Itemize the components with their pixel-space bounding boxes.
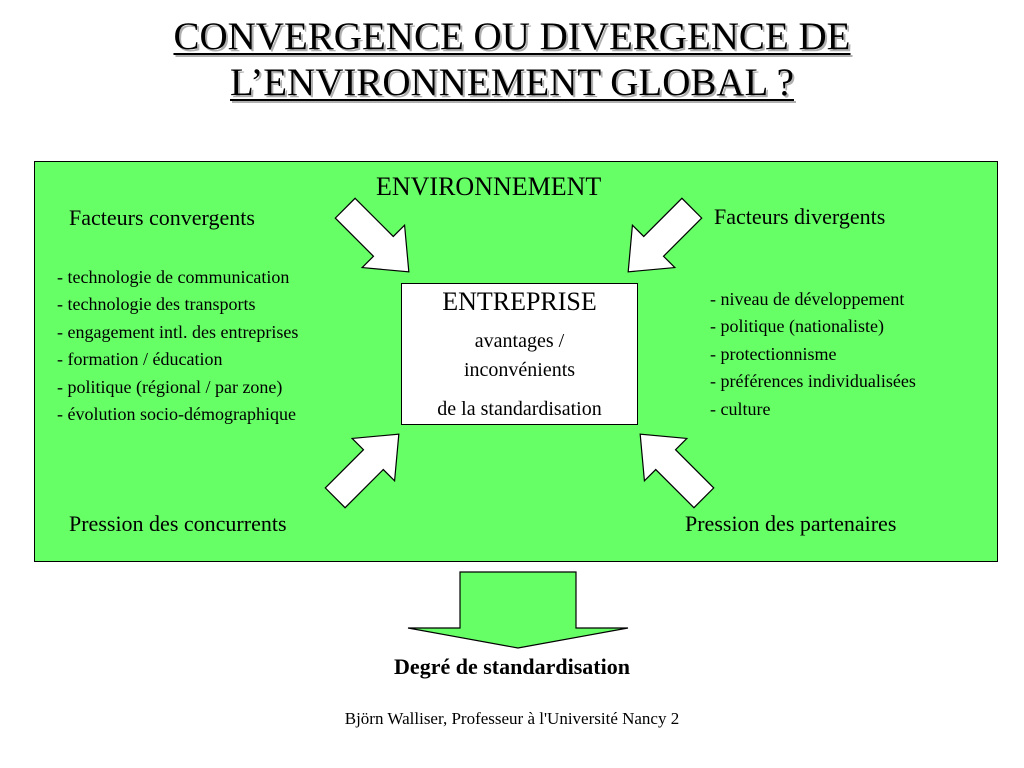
divergent-factor-item: - protectionnisme — [710, 343, 837, 364]
enterprise-line-3: de la standardisation — [437, 398, 602, 420]
divergent-factor-item: - niveau de développement — [710, 289, 905, 309]
convergent-factor-item: - formation / éducation — [57, 349, 223, 370]
competitor-pressure-label: Pression des concurrents — [69, 511, 287, 536]
divergent-factor-item: - politique (nationaliste) — [710, 316, 884, 337]
convergent-factors-list: - technologie de communication - technol… — [57, 264, 298, 428]
enterprise-subtitle: avantages / inconvénients — [402, 327, 637, 385]
standardization-degree-label: Degré de standardisation — [394, 654, 630, 679]
divergent-factor-item: - préférences individualisées — [710, 371, 916, 392]
convergent-factor-item: - technologie de communication — [57, 267, 290, 287]
title-line-1: CONVERGENCE OU DIVERGENCE DE — [173, 15, 851, 58]
divergent-factors-heading: Facteurs divergents — [714, 204, 886, 229]
title-line-2: L’ENVIRONNEMENT GLOBAL ? — [230, 61, 794, 104]
enterprise-box: ENTREPRISE avantages / inconvénients de … — [401, 283, 638, 425]
enterprise-line-2: inconvénients — [463, 359, 576, 381]
environment-label: ENVIRONNEMENT — [376, 172, 602, 201]
convergent-factor-item: - engagement intl. des entreprises — [57, 321, 299, 342]
enterprise-line-1: avantages / — [474, 330, 565, 352]
enterprise-title: ENTREPRISE — [442, 287, 597, 316]
footer-credit: Björn Walliser, Professeur à l'Universit… — [344, 709, 680, 728]
partner-pressure-label: Pression des partenaires — [685, 511, 897, 536]
convergent-factor-item: - évolution socio-démographique — [57, 404, 296, 425]
down-arrow-icon — [407, 571, 629, 649]
divergent-factor-item: - culture — [710, 398, 771, 419]
divergent-factors-list: - niveau de développement - politique (n… — [710, 286, 916, 423]
convergent-factor-item: - technologie des transports — [57, 294, 256, 315]
convergent-factor-item: - politique (régional / par zone) — [57, 376, 283, 397]
convergent-factors-heading: Facteurs convergents — [69, 205, 255, 230]
page-title: CONVERGENCE OU DIVERGENCE DE L’ENVIRONNE… — [0, 14, 1024, 106]
